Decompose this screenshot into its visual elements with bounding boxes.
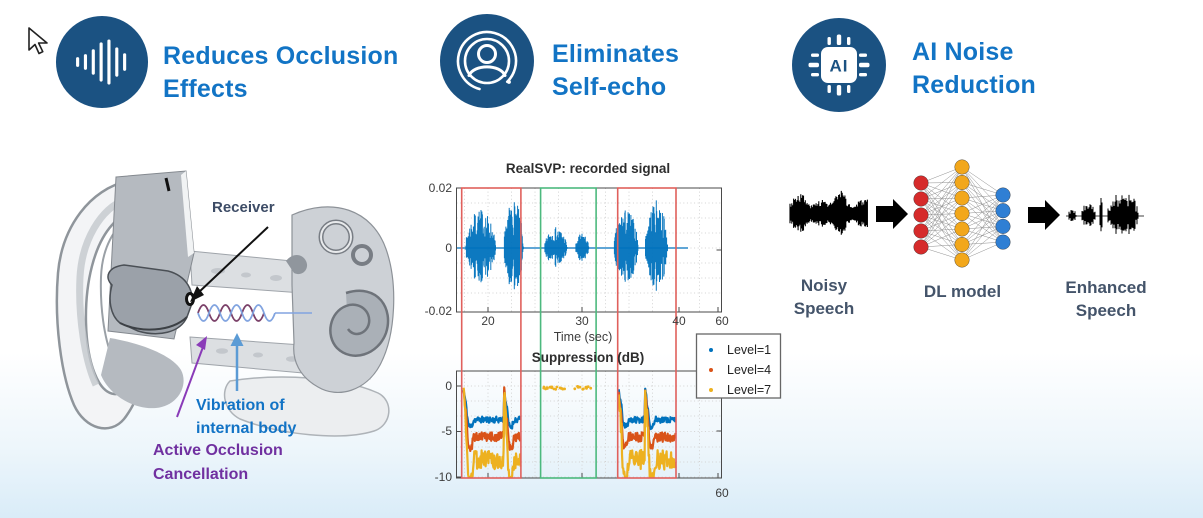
soundwave-icon — [55, 15, 149, 109]
trace-Level=7 — [617, 389, 677, 479]
legend-dot-level4 — [709, 368, 713, 372]
noisy-speech-label: Noisy Speech — [793, 276, 855, 318]
enhanced-speech-waveform — [1066, 194, 1144, 234]
nn-node — [954, 174, 970, 190]
ai-chip-icon: AI — [792, 18, 886, 112]
axis-ticks — [456, 247, 722, 478]
vibration-wave — [197, 304, 276, 322]
selfecho-charts: RealSVP: recorded signal 0.02 0 -0.02 20… — [425, 161, 782, 500]
svg-text:-5: -5 — [441, 424, 452, 438]
segment-box — [460, 187, 522, 479]
svg-text:Level=1: Level=1 — [727, 343, 771, 357]
receiver-label: Receiver — [212, 199, 275, 216]
segment-box — [616, 187, 677, 479]
earbud-shape — [107, 264, 193, 335]
neural-network — [913, 159, 1011, 268]
nn-node — [954, 190, 970, 206]
svg-text:0.02: 0.02 — [429, 181, 453, 195]
feature-title-occlusion: Reduces Occlusion Effects — [163, 42, 399, 103]
nn-node — [913, 175, 929, 191]
legend: Level=1 Level=4 Level=7 — [695, 333, 782, 399]
nn-node — [954, 221, 970, 237]
nn-node — [995, 234, 1011, 250]
nn-node — [913, 239, 929, 255]
arrow-right-icon — [1028, 200, 1060, 230]
suppression-title: Suppression (dB) — [532, 350, 645, 365]
cochlea-spiral — [329, 289, 390, 357]
enhanced-speech-label: Enhanced Speech — [1065, 278, 1147, 320]
nn-node — [995, 218, 1011, 234]
nn-node — [954, 252, 970, 268]
aoc-arrow — [176, 346, 204, 418]
recorded-signal-waveform — [457, 200, 688, 291]
svg-text:60: 60 — [715, 486, 729, 500]
time-axis-label: Time (sec) — [554, 330, 613, 344]
svg-text:Level=7: Level=7 — [727, 383, 771, 397]
legend-dot-level1 — [709, 348, 713, 352]
mouse-pointer-icon — [28, 27, 48, 55]
svg-text:AI: AI — [830, 57, 849, 76]
nn-node — [954, 236, 970, 252]
active-occlusion-label: Active Occlusion Cancellation — [153, 442, 283, 483]
nn-node — [913, 191, 929, 207]
person-echo-icon — [440, 14, 534, 108]
svg-text:-10: -10 — [435, 470, 453, 484]
svg-text:Level=4: Level=4 — [727, 363, 771, 377]
segment-boxes — [460, 187, 677, 479]
svg-text:-0.02: -0.02 — [425, 304, 453, 318]
trace-Level=4 — [462, 386, 522, 452]
ai-flow-diagram — [789, 159, 1144, 268]
nn-node — [995, 187, 1011, 203]
nn-node — [913, 223, 929, 239]
nn-node — [954, 159, 970, 175]
nn-node — [954, 205, 970, 221]
realsvp-title: RealSVP: recorded signal — [506, 161, 670, 176]
svg-text:20: 20 — [481, 314, 495, 328]
nn-node — [995, 203, 1011, 219]
suppression-traces — [462, 385, 677, 479]
svg-text:40: 40 — [672, 314, 686, 328]
feature-title-ai-nr: AI Noise Reduction — [912, 38, 1037, 99]
trace-Level=7 — [462, 387, 522, 479]
legend-dot-level7 — [709, 388, 713, 392]
nn-node — [913, 207, 929, 223]
ear-anatomy-diagram — [55, 170, 395, 437]
vibration-label: Vibration of internal body — [196, 397, 297, 437]
svg-text:0: 0 — [445, 379, 452, 393]
noisy-speech-waveform — [789, 190, 868, 235]
arrow-right-icon — [876, 199, 908, 229]
trace-Level=1 — [462, 388, 522, 430]
svg-text:60: 60 — [715, 314, 729, 328]
svg-text:0: 0 — [445, 241, 452, 255]
segment-box — [539, 187, 597, 479]
svg-text:30: 30 — [575, 314, 589, 328]
feature-title-selfecho: Eliminates Self-echo — [552, 40, 680, 101]
receiver-arrow — [197, 226, 269, 294]
dl-model-label: DL model — [923, 282, 1002, 301]
